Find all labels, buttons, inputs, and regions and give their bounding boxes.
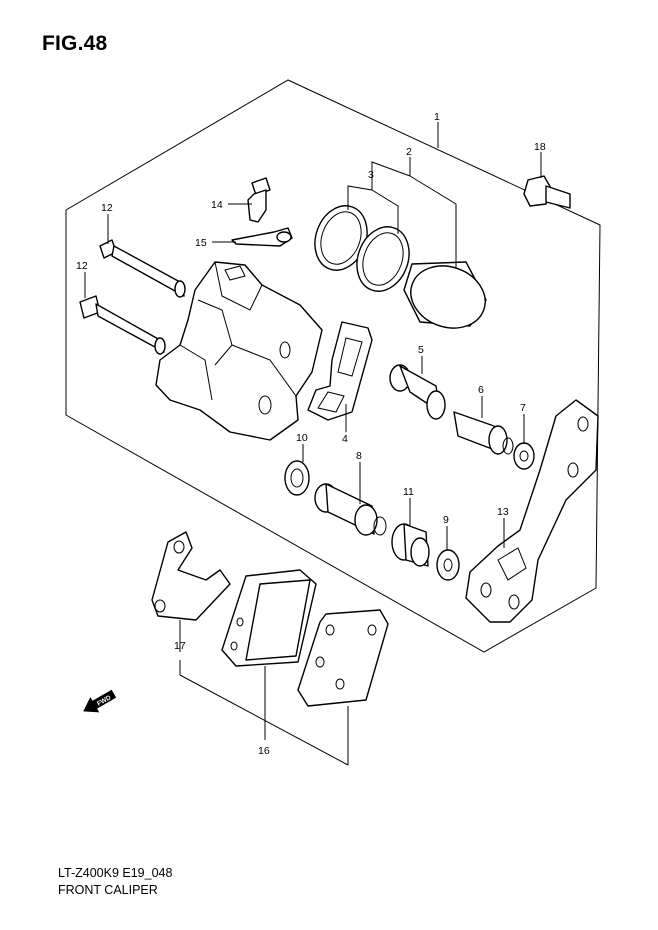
pad-set-outline [179,660,349,766]
caliper-piston [403,261,487,329]
callout-7: 7 [520,402,526,414]
callout-12-lower: 12 [76,260,88,272]
pin-sleeve [314,483,387,536]
callout-4: 4 [342,433,348,445]
pin-boot-lower [284,460,310,496]
callout-leaders [84,122,542,765]
callout-18: 18 [534,141,546,153]
callout-16: 16 [258,745,270,757]
washer-upper [513,442,535,470]
callout-10: 10 [296,432,308,444]
forward-arrow-icon: FWD [83,689,117,713]
callout-9: 9 [443,514,449,526]
callout-14: 14 [211,199,223,211]
callout-3: 3 [368,169,374,181]
callout-1: 1 [434,111,440,123]
figure-title: FIG.48 [42,32,108,55]
callout-13: 13 [497,506,509,518]
callout-8: 8 [356,450,362,462]
mounting-bolt [523,175,571,209]
model-code: LT-Z400K9 E19_048 [58,866,173,880]
callout-labels: 1 2 3 4 5 6 7 8 9 10 11 12 12 13 14 15 1… [76,111,546,757]
slide-pin-upper [99,239,186,298]
callout-6: 6 [478,384,484,396]
brake-pad-front [297,609,389,707]
brake-pad-rear [221,569,317,667]
pad-spring [307,321,373,421]
bushing [391,523,430,567]
bleeder-valve [247,177,271,223]
bleeder-cap [231,227,293,247]
slide-pin-lower [79,295,166,355]
figure-caption: FRONT CALIPER [58,883,158,897]
caliper-pin [453,411,514,455]
pin-boot-upper [389,364,446,420]
callout-17: 17 [174,640,186,652]
callout-12-upper: 12 [101,202,113,214]
caliper-bracket [465,399,599,623]
callout-5: 5 [418,344,424,356]
callout-2: 2 [406,146,412,158]
callout-11: 11 [403,486,414,498]
pad-shim [151,531,231,621]
callout-15: 15 [195,237,207,249]
caliper-body [155,261,323,441]
assembly-outline [65,79,601,653]
washer-lower [436,549,460,581]
